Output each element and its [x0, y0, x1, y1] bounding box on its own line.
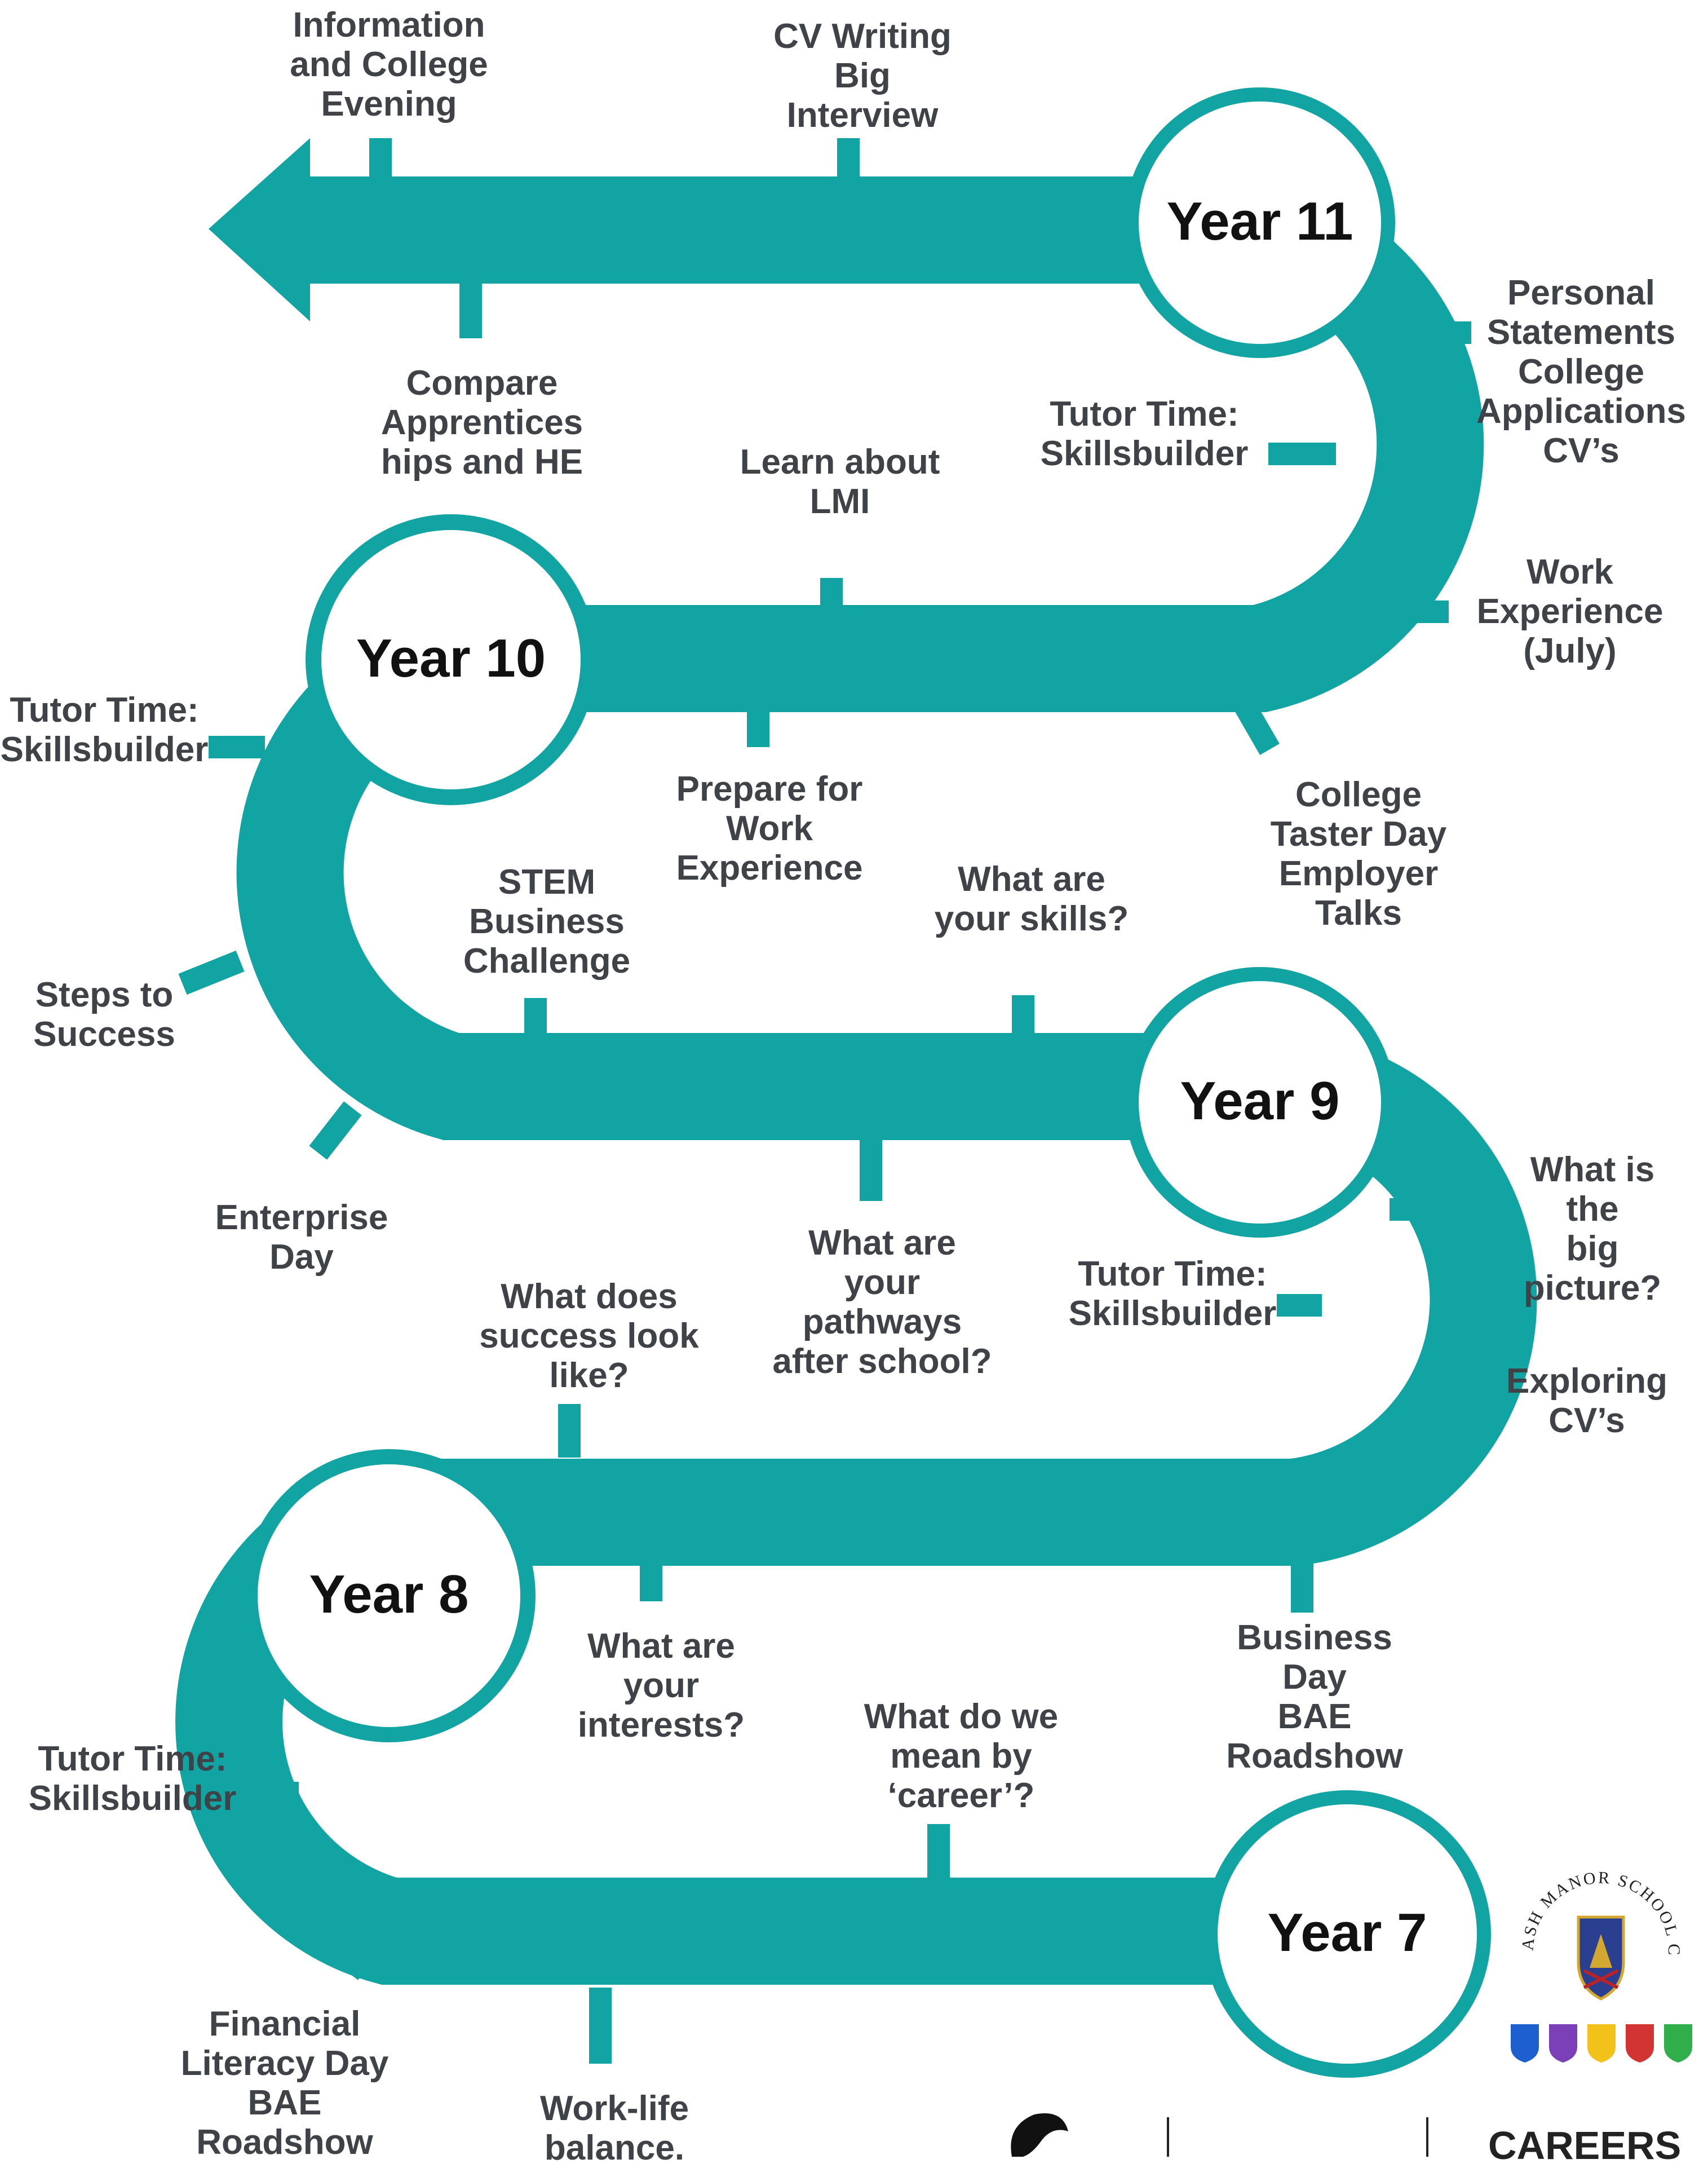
year-11-label: Year 11 [1166, 191, 1353, 251]
label-pathways: What are your pathways after school? [772, 1224, 992, 1381]
tick-meaning [927, 1824, 950, 1886]
tick-personal [1392, 321, 1471, 344]
footer-divider-1 [1167, 2117, 1169, 2157]
tick-compare [459, 282, 482, 338]
tick-work-exp [1392, 600, 1449, 623]
tick-stem [524, 998, 547, 1037]
label-compare: Compare Apprentices hips and HE [380, 364, 583, 482]
label-skills: What are your skills? [934, 860, 1129, 938]
tick-college-taster [1234, 700, 1280, 755]
footer-careers-text: CAREERS [1488, 2123, 1682, 2167]
label-info-evening: Information and College Evening [290, 6, 488, 123]
house-badge-yellow [1587, 2024, 1616, 2063]
tick-tutor-y10 [209, 736, 265, 758]
label-college-taster: College Taster Day Employer Talks [1270, 775, 1447, 933]
label-lmi: Learn about LMI [740, 443, 940, 521]
tick-success [558, 1404, 581, 1458]
tick-lmi [820, 578, 843, 612]
label-tutor-y11: Tutor Time: Skillsbuilder [1040, 395, 1249, 473]
year-circle-9: Year 9 [1125, 967, 1395, 1238]
tick-cv-writing [837, 138, 860, 178]
tick-enterprise [309, 1101, 362, 1160]
label-tutor-y8: Tutor Time: Skillsbuilder [28, 1739, 237, 1818]
label-stem: STEM Business Challenge [463, 863, 631, 981]
year-circle-11: Year 11 [1125, 87, 1395, 358]
label-interests: What are your interests? [577, 1627, 745, 1745]
tick-skills [1012, 995, 1034, 1035]
year-10-label: Year 10 [356, 628, 546, 688]
milestone-ticks [178, 138, 1474, 2064]
tick-work-life [589, 1988, 612, 2064]
label-tutor-y9: Tutor Time: Skillsbuilder [1068, 1255, 1277, 1333]
label-cv-writing: CV Writing Big Interview [773, 17, 952, 135]
tick-business [1291, 1562, 1313, 1613]
label-exploring-cvs: Exploring CV’s [1506, 1362, 1667, 1440]
tick-interests [640, 1562, 662, 1601]
label-tutor-y10: Tutor Time: Skillsbuilder [0, 691, 209, 769]
year-circle-7: Year 7 [1203, 1790, 1491, 2078]
house-badges [1511, 2024, 1692, 2063]
year-9-label: Year 9 [1180, 1071, 1340, 1131]
year-circle-10: Year 10 [306, 514, 596, 805]
label-big-picture: What is the big picture? [1523, 1150, 1662, 1308]
tick-tutor-y8 [237, 1782, 299, 1804]
label-personal-statements: Personal Statements College Applications… [1476, 273, 1687, 470]
year-7-label: Year 7 [1268, 1902, 1427, 1963]
label-work-life: Work-life balance. [539, 2089, 689, 2167]
tick-exploring [1392, 1410, 1466, 1432]
label-prepare-work-exp: Prepare for Work Experience [676, 770, 863, 887]
label-success: What does success look like? [479, 1277, 699, 1395]
tick-big-picture [1390, 1198, 1474, 1221]
footer-divider-2 [1426, 2117, 1428, 2157]
house-badge-green [1664, 2024, 1692, 2063]
house-badge-blue [1511, 2024, 1539, 2063]
tick-info-evening [369, 138, 392, 178]
footer-leaf-logo [1011, 2113, 1068, 2157]
year-8-label: Year 8 [309, 1564, 469, 1624]
tick-tutor-y11 [1268, 443, 1336, 465]
year-circle-8: Year 8 [242, 1449, 536, 1742]
label-work-experience: Work Experience (July) [1476, 553, 1663, 670]
ash-manor-careers-logo: ASH MANOR SCHOOL CAREERS [1499, 1855, 1692, 2063]
house-badge-red [1626, 2024, 1654, 2063]
road-arrow-head [209, 138, 310, 321]
label-meaning-career: What do we mean by ‘career’? [864, 1697, 1059, 1815]
tick-steps [178, 950, 245, 995]
tick-pathways [860, 1139, 882, 1201]
label-enterprise: Enterprise Day [215, 1198, 388, 1277]
tick-tutor-y9 [1277, 1294, 1322, 1317]
label-steps: Steps to Success [33, 975, 175, 1054]
tick-financial [340, 1922, 393, 1980]
label-financial-literacy: Financial Literacy Day BAE Roadshow [180, 2004, 389, 2162]
label-business-day: Business Day BAE Roadshow [1226, 1618, 1403, 1776]
tick-prepare [747, 710, 769, 747]
house-badge-purple [1549, 2024, 1577, 2063]
